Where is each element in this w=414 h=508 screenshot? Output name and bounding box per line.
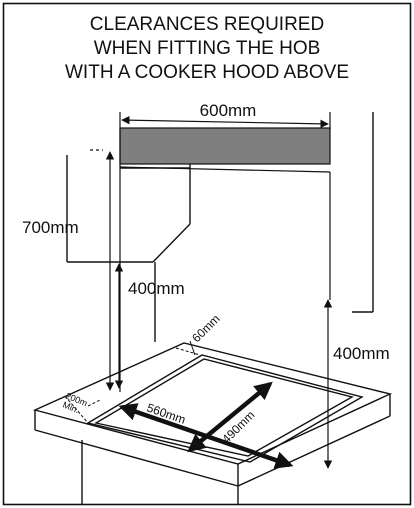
title-line-1: CLEARANCES REQUIRED [90,14,324,35]
wall-clearance-label: 400mm [333,344,390,363]
title-line-3: WITH A COOKER HOOD ABOVE [65,62,349,83]
rear-gap-label: 60mm [189,312,222,345]
rear-gap-dimension: 60mm [175,312,223,356]
right-wall [352,112,374,313]
cutout-depth-label: 490mm [219,408,257,446]
cabinet-height-label: 700mm [22,218,79,237]
cooker-hood [119,112,331,392]
wall-cabinet [66,155,191,342]
hood-width-label: 600mm [200,101,257,120]
cabinet-height-dimension: 700mm [22,149,115,391]
title-line-2: WHEN FITTING THE HOB [94,38,321,59]
hood-width-dimension: 600mm [121,101,329,129]
cabinet-clearance-label: 400mm [128,279,185,298]
cutout-depth-dimension: 490mm [187,381,273,453]
wall-clearance-dimension: 400mm [323,299,390,469]
cabinet-clearance-dimension: 400mm [114,263,185,389]
